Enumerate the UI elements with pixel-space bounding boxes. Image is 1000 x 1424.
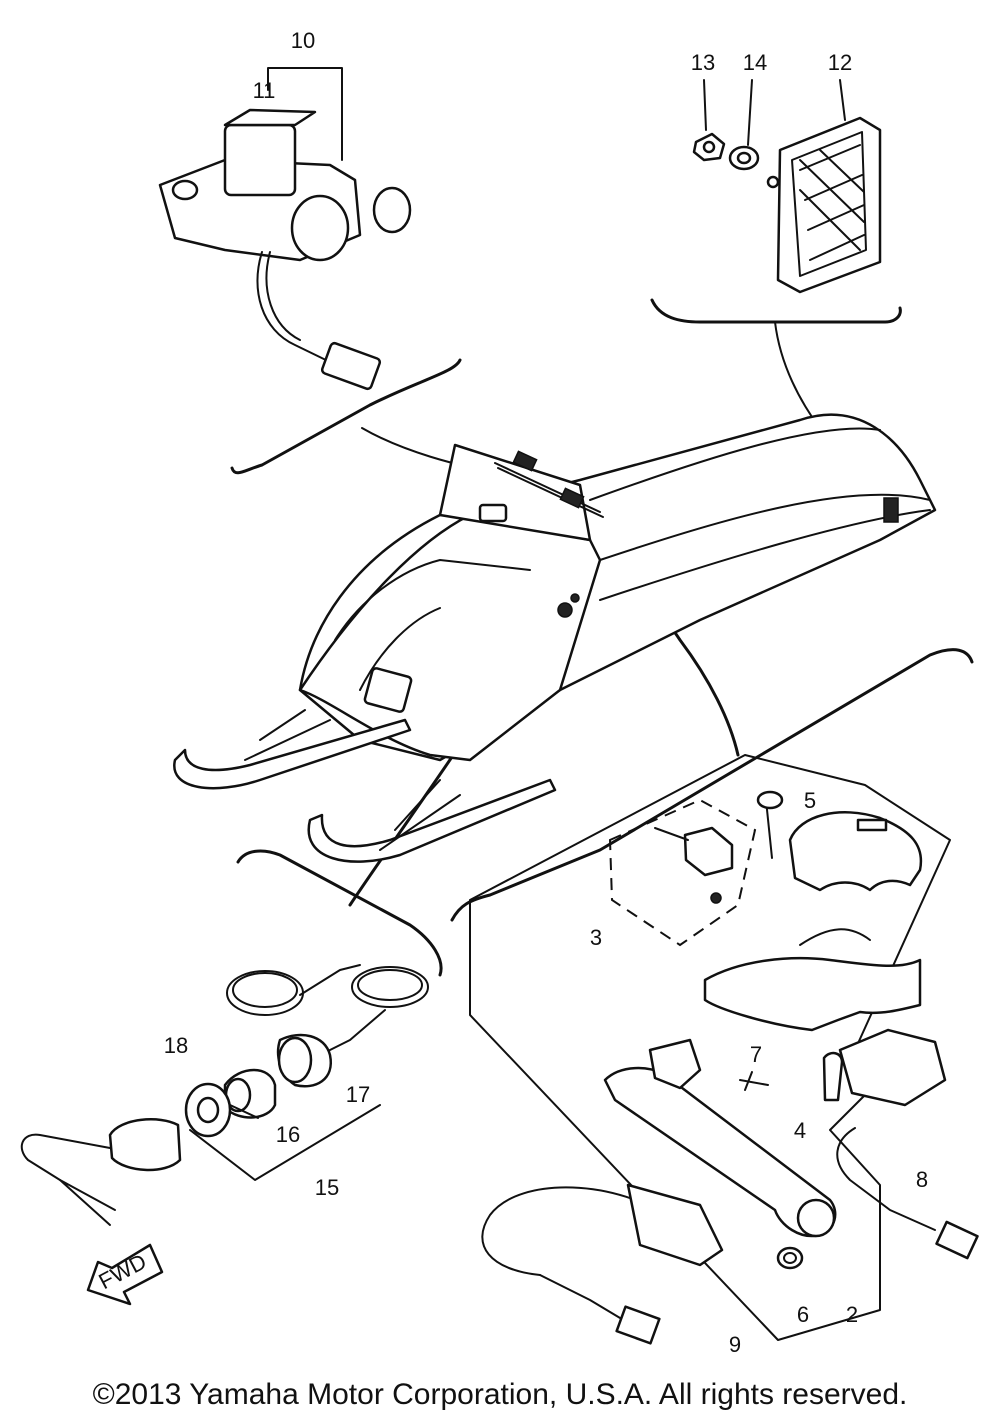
- callout-labels: 2 3 4 5 6 7 8 9 10 11 12 13 14 15 16 17 …: [164, 28, 928, 1357]
- callout-5: 5: [804, 788, 816, 813]
- callout-10: 10: [291, 28, 315, 53]
- callout-7: 7: [750, 1042, 762, 1067]
- copyright-notice: ©2013 Yamaha Motor Corporation, U.S.A. A…: [92, 1378, 908, 1411]
- callout-11: 11: [253, 78, 276, 103]
- callout-16: 16: [276, 1122, 300, 1147]
- callout-9: 9: [729, 1332, 741, 1357]
- callout-14: 14: [743, 50, 767, 75]
- callout-3: 3: [590, 925, 602, 950]
- switch-assembly-15: [20, 964, 429, 1226]
- callout-13: 13: [691, 50, 715, 75]
- fwd-arrow-icon: FWD: [86, 1243, 164, 1306]
- callout-15: 15: [315, 1175, 339, 1200]
- snowmobile-illustration: [173, 413, 937, 863]
- callout-17: 17: [346, 1082, 370, 1107]
- callout-8: 8: [916, 1167, 928, 1192]
- callout-12: 12: [828, 50, 852, 75]
- switch-assembly-10: [158, 67, 412, 391]
- callout-2: 2: [846, 1302, 858, 1327]
- callout-4: 4: [794, 1118, 806, 1143]
- reflector-assembly-12: [692, 79, 882, 294]
- callout-18: 18: [164, 1033, 188, 1058]
- callout-6: 6: [797, 1302, 809, 1327]
- handlebar-switch-assembly: [469, 754, 979, 1345]
